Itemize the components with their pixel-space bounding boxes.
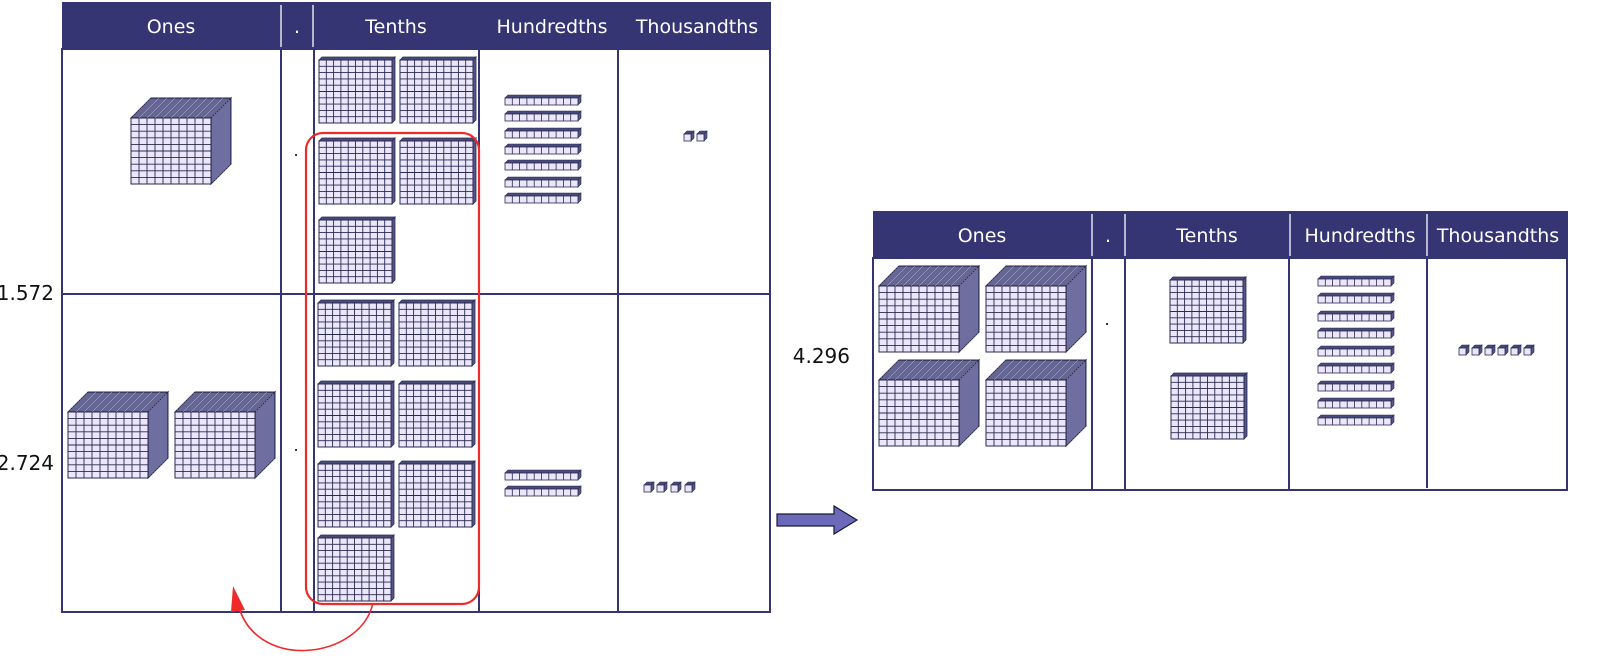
tenths-flat xyxy=(318,56,396,124)
right-header-tenths: Tenths xyxy=(1175,225,1238,247)
ones-cube xyxy=(878,265,980,353)
hundredths-rod xyxy=(504,192,582,204)
left-header-thousandths: Thousandths xyxy=(635,16,758,38)
hundredths-rod xyxy=(1317,345,1395,357)
row-2-number: 2.724 xyxy=(0,451,54,475)
hundredths-rod xyxy=(504,469,582,481)
right-table-border xyxy=(872,257,1568,491)
result-number: 4.296 xyxy=(793,344,850,368)
thousandths-unit xyxy=(1458,344,1470,356)
ones-cube xyxy=(985,265,1087,353)
right-place-value-table: Ones . Tenths Hundredths Thousandths . xyxy=(872,211,1568,491)
hundredths-rod xyxy=(1317,380,1395,392)
right-header-hundredths: Hundredths xyxy=(1305,225,1416,247)
right-header-ones: Ones xyxy=(958,225,1007,247)
right-arrow-icon xyxy=(776,504,859,536)
ones-cube xyxy=(985,359,1087,447)
thousandths-unit xyxy=(1471,344,1483,356)
row-1-tenths-blocks xyxy=(318,56,477,284)
thousandths-unit xyxy=(656,481,668,493)
hundredths-rod xyxy=(504,143,582,155)
tenths-flat xyxy=(317,299,395,367)
right-header-decimal: . xyxy=(1105,225,1111,247)
tenths-flat xyxy=(1169,276,1247,344)
hundredths-rod xyxy=(504,485,582,497)
row-1-decimal-point: . xyxy=(293,141,298,160)
tenths-flat xyxy=(398,299,476,367)
hundredths-rod xyxy=(504,176,582,188)
result-tenths-blocks xyxy=(1169,276,1248,440)
left-header-ones: Ones xyxy=(147,16,196,38)
hundredths-rod xyxy=(1317,362,1395,374)
tenths-flat xyxy=(317,534,395,602)
hundredths-rod xyxy=(1317,327,1395,339)
thousandths-unit xyxy=(670,481,682,493)
tenths-flat xyxy=(1170,372,1248,440)
regroup-highlight-box xyxy=(304,131,481,606)
right-header-bar xyxy=(873,211,1568,258)
thousandths-unit xyxy=(643,481,655,493)
tenths-flat xyxy=(318,137,396,205)
ones-cube xyxy=(878,359,980,447)
curved-arrow-icon xyxy=(231,586,374,652)
right-header-thousandths: Thousandths xyxy=(1436,225,1559,247)
hundredths-rod xyxy=(504,159,582,171)
left-header-decimal: . xyxy=(294,16,300,38)
hundredths-rod xyxy=(1317,310,1395,322)
row-2-decimal-point: . xyxy=(293,436,298,455)
result-ones-blocks xyxy=(878,265,1087,447)
hundredths-rod xyxy=(504,127,582,139)
tenths-flat xyxy=(318,216,396,284)
row-2-hundredths-blocks xyxy=(504,469,582,497)
thousandths-unit xyxy=(1497,344,1509,356)
tenths-flat xyxy=(398,380,476,448)
thousandths-unit xyxy=(684,481,696,493)
row-1-ones-blocks xyxy=(130,97,232,185)
result-decimal-point: . xyxy=(1104,310,1109,329)
ones-cube xyxy=(174,391,276,479)
thousandths-unit xyxy=(683,130,695,142)
tenths-flat xyxy=(399,137,477,205)
ones-cube xyxy=(67,391,169,479)
row-1-number: 1.572 xyxy=(0,281,54,305)
left-table-border xyxy=(61,48,771,613)
row-2-ones-blocks xyxy=(67,391,276,479)
row-2-thousandths-blocks xyxy=(643,481,696,493)
left-header-tenths: Tenths xyxy=(364,16,427,38)
tenths-flat xyxy=(317,460,395,528)
result-hundredths-blocks xyxy=(1317,275,1395,426)
row-2-tenths-blocks xyxy=(317,299,476,602)
left-place-value-table: Ones . Tenths Hundredths Thousandths 1.5… xyxy=(0,2,771,652)
ones-cube xyxy=(130,97,232,185)
result-thousandths-blocks xyxy=(1458,344,1535,356)
left-header-bar xyxy=(62,2,771,49)
tenths-flat xyxy=(399,56,477,124)
row-1-hundredths-blocks xyxy=(504,94,582,204)
row-1-thousandths-blocks xyxy=(683,130,708,142)
thousandths-unit xyxy=(1523,344,1535,356)
hundredths-rod xyxy=(1317,275,1395,287)
hundredths-rod xyxy=(1317,397,1395,409)
thousandths-unit xyxy=(1510,344,1522,356)
hundredths-rod xyxy=(1317,292,1395,304)
hundredths-rod xyxy=(504,94,582,106)
thousandths-unit xyxy=(696,130,708,142)
hundredths-rod xyxy=(504,110,582,122)
tenths-flat xyxy=(317,380,395,448)
tenths-flat xyxy=(398,460,476,528)
thousandths-unit xyxy=(1484,344,1496,356)
left-header-hundredths: Hundredths xyxy=(497,16,608,38)
hundredths-rod xyxy=(1317,414,1395,426)
